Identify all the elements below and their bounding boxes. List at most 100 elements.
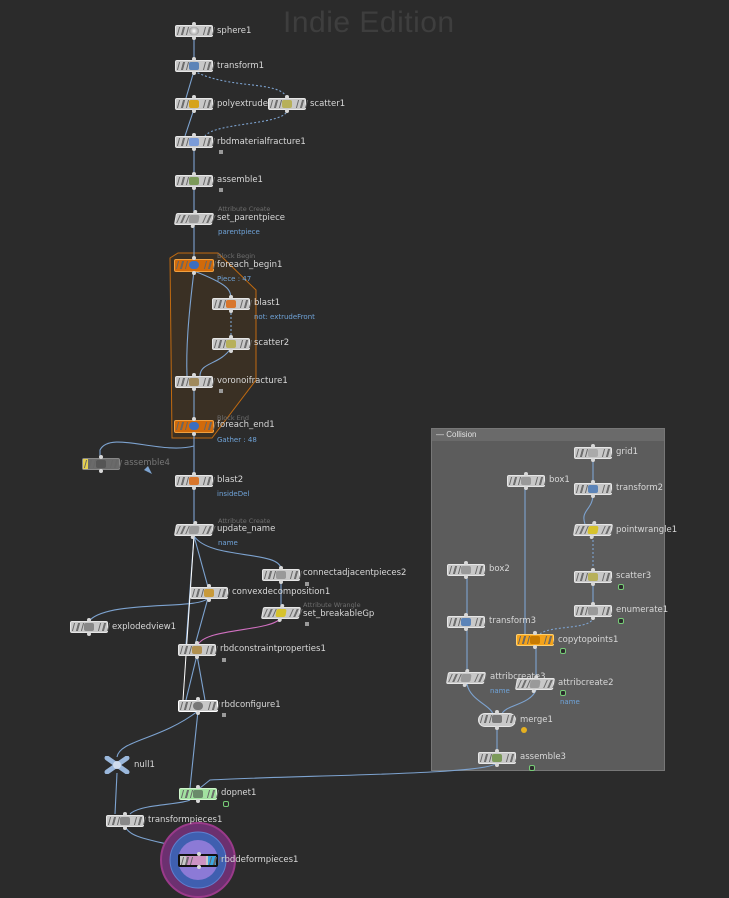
output-port[interactable] — [192, 432, 196, 436]
node-pointwrangle1[interactable] — [572, 521, 615, 539]
output-port[interactable] — [192, 271, 196, 275]
node-explodedview1[interactable] — [70, 618, 111, 636]
output-port[interactable] — [192, 147, 196, 151]
node-box2[interactable] — [447, 561, 488, 579]
node-merge1[interactable] — [478, 710, 519, 730]
node-transform3[interactable] — [447, 613, 488, 631]
node-flag[interactable] — [580, 607, 589, 615]
node-flag[interactable] — [112, 817, 121, 825]
node-set_parentpiece[interactable] — [173, 210, 216, 228]
output-port[interactable] — [464, 575, 468, 579]
output-port[interactable] — [195, 655, 199, 659]
node-assemble3[interactable] — [478, 749, 519, 767]
node-convexdecomposition1[interactable] — [190, 584, 231, 602]
node-transformpieces1[interactable] — [106, 812, 147, 830]
node-scatter1[interactable] — [268, 95, 309, 113]
output-port[interactable] — [196, 799, 200, 803]
output-port[interactable] — [495, 726, 499, 730]
node-flag[interactable] — [580, 485, 589, 493]
input-port[interactable] — [464, 613, 468, 617]
input-port[interactable] — [87, 618, 91, 622]
input-port[interactable] — [591, 480, 595, 484]
input-port[interactable] — [207, 584, 211, 588]
node-flag[interactable] — [580, 573, 589, 581]
output-port[interactable] — [192, 486, 196, 490]
template-flag[interactable] — [186, 856, 206, 865]
node-flag[interactable] — [181, 62, 190, 70]
node-transform2[interactable] — [574, 480, 615, 498]
node-flag[interactable] — [484, 715, 493, 723]
node-flag[interactable] — [218, 300, 227, 308]
input-port[interactable] — [279, 604, 285, 608]
output-port[interactable] — [87, 632, 91, 636]
node-sphere1[interactable] — [175, 22, 216, 40]
node-flag[interactable] — [181, 138, 190, 146]
node-flag[interactable] — [274, 100, 283, 108]
input-port[interactable] — [196, 697, 200, 701]
node-flag[interactable] — [580, 449, 589, 457]
input-port[interactable] — [229, 335, 233, 339]
node-flag[interactable] — [184, 702, 193, 710]
input-port[interactable] — [123, 812, 127, 816]
output-port[interactable] — [229, 349, 233, 353]
output-port[interactable] — [285, 109, 289, 113]
input-port[interactable] — [195, 641, 199, 645]
input-port[interactable] — [591, 444, 595, 448]
node-foreach_end1[interactable] — [174, 417, 217, 436]
node-box1[interactable] — [507, 472, 548, 490]
node-scatter2[interactable] — [212, 335, 253, 353]
node-assemble1[interactable] — [175, 172, 216, 190]
output-port[interactable] — [591, 458, 595, 462]
node-foreach_begin1[interactable] — [174, 256, 217, 275]
node-flag[interactable] — [453, 618, 462, 626]
input-port[interactable] — [464, 669, 470, 673]
input-port[interactable] — [192, 133, 196, 137]
node-flag[interactable] — [88, 460, 97, 468]
input-port[interactable] — [591, 521, 597, 525]
output-port[interactable] — [524, 486, 528, 490]
input-port[interactable] — [192, 172, 196, 176]
collapse-icon[interactable]: — — [436, 430, 444, 439]
node-flag[interactable] — [184, 646, 193, 654]
node-flag[interactable] — [196, 589, 205, 597]
node-attribcreate3[interactable] — [445, 669, 488, 687]
input-port[interactable] — [285, 95, 289, 99]
node-enumerate1[interactable] — [574, 602, 615, 620]
display-flag[interactable] — [208, 856, 216, 865]
node-flag[interactable] — [181, 27, 190, 35]
node-flag[interactable] — [180, 261, 189, 269]
node-copytopoints1[interactable] — [516, 631, 557, 649]
node-rbdconfigure1[interactable] — [178, 697, 221, 715]
output-port[interactable] — [229, 309, 233, 313]
output-port[interactable] — [591, 494, 595, 498]
input-port[interactable] — [192, 210, 198, 214]
bypass-flag[interactable] — [83, 459, 88, 469]
node-flag[interactable] — [180, 422, 189, 430]
node-flag[interactable] — [76, 623, 85, 631]
node-dopnet1[interactable] — [179, 785, 220, 803]
output-port[interactable] — [495, 763, 499, 767]
node-flag[interactable] — [218, 340, 227, 348]
node-set_breakableGp[interactable] — [260, 604, 303, 622]
input-port[interactable] — [495, 710, 499, 714]
output-port[interactable] — [123, 826, 127, 830]
input-port[interactable] — [192, 472, 196, 476]
node-flag[interactable] — [268, 571, 277, 579]
output-port[interactable] — [192, 36, 196, 40]
node-assemble4[interactable] — [82, 455, 123, 473]
output-port[interactable] — [591, 582, 595, 586]
input-port[interactable] — [495, 749, 499, 753]
output-port[interactable] — [192, 387, 196, 391]
node-rbdconstraintproperties1[interactable] — [178, 641, 219, 659]
input-port[interactable] — [192, 521, 198, 525]
input-port[interactable] — [533, 675, 539, 679]
output-port[interactable] — [591, 616, 595, 620]
node-polyextrude1[interactable] — [175, 95, 216, 113]
input-port[interactable] — [192, 373, 196, 377]
node-blast1[interactable] — [212, 295, 253, 313]
node-voronoifracture1[interactable] — [175, 373, 216, 391]
node-rbddeformpieces1[interactable] — [178, 852, 222, 869]
node-connectadjacentpieces2[interactable] — [262, 566, 303, 584]
output-port[interactable] — [192, 71, 196, 75]
